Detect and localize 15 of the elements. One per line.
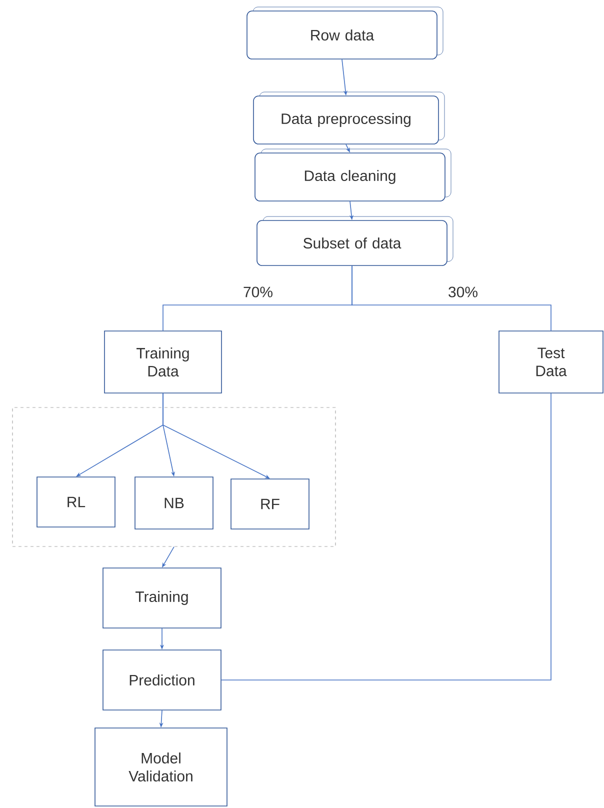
edge-label: 30%: [446, 286, 479, 298]
process-box: NB: [134, 476, 214, 530]
process-box: Data preprocessing: [253, 92, 445, 144]
process-box: RF: [230, 478, 310, 530]
process-box: Model Validation: [94, 728, 228, 806]
process-box: Prediction: [102, 650, 222, 710]
process-box: Row data: [246, 6, 444, 60]
process-box: Training: [102, 568, 222, 628]
dashed-group-box: [12, 407, 336, 547]
edge-label: 70%: [242, 286, 274, 298]
process-box: Test Data: [498, 330, 604, 394]
process-box: RL: [36, 476, 116, 528]
process-box: Data cleaning: [254, 148, 452, 202]
process-box: Training Data: [104, 330, 222, 394]
process-box: Subset of data: [256, 216, 454, 266]
